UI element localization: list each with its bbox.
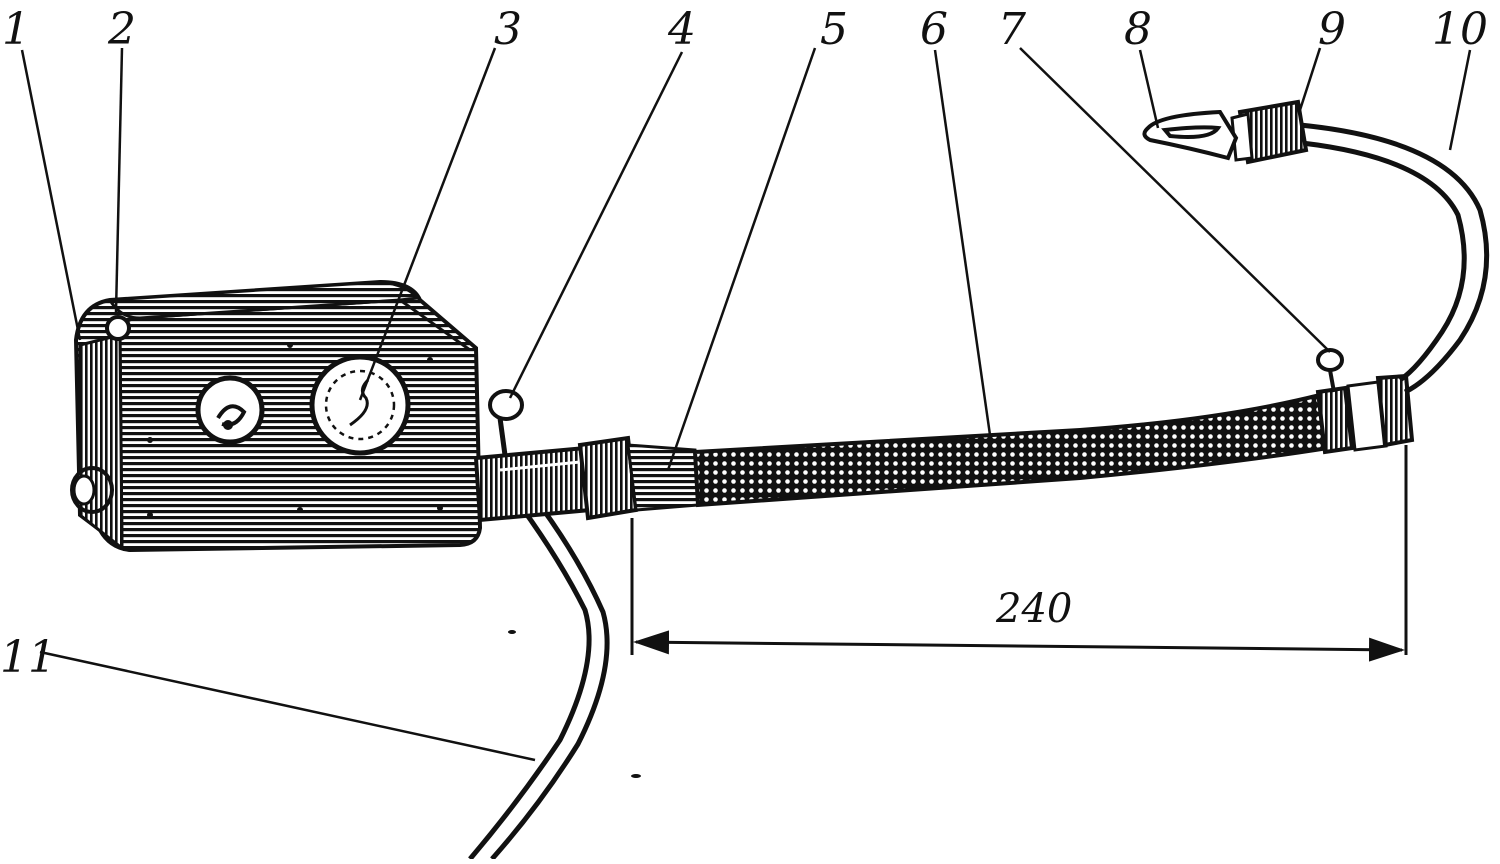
screw-icon <box>105 315 131 341</box>
leader-lines <box>20 47 1472 762</box>
callout-3: 3 <box>494 4 522 55</box>
dimension-label: 240 <box>995 586 1072 632</box>
callout-7: 7 <box>998 4 1026 55</box>
callout-5: 5 <box>820 4 848 55</box>
meter-dial <box>309 354 411 456</box>
power-cable <box>468 503 610 861</box>
tube-sleeve <box>473 435 700 523</box>
left-dial <box>195 375 265 445</box>
callout-10: 10 <box>1432 4 1488 55</box>
callout-4: 4 <box>667 4 696 55</box>
callout-11: 11 <box>0 632 56 683</box>
callout-1: 1 <box>2 4 30 55</box>
print-specks <box>508 630 641 778</box>
callout-9: 9 <box>1318 4 1346 55</box>
braided-hose <box>692 392 1331 508</box>
side-knob <box>70 466 114 514</box>
callout-8: 8 <box>1124 4 1152 55</box>
dimension-lines <box>630 445 1408 662</box>
spring-clip <box>1142 109 1239 161</box>
control-box <box>73 279 483 553</box>
clip-connector <box>488 389 524 456</box>
box-rivets <box>147 342 443 518</box>
nozzle-nut <box>1230 99 1309 165</box>
thin-tube <box>1299 122 1490 395</box>
fitting-nuts <box>1315 348 1415 455</box>
callout-2: 2 <box>107 4 136 55</box>
callout-labels: 1 2 3 4 5 6 7 8 9 10 11 <box>0 4 1488 683</box>
callout-6: 6 <box>920 4 948 55</box>
